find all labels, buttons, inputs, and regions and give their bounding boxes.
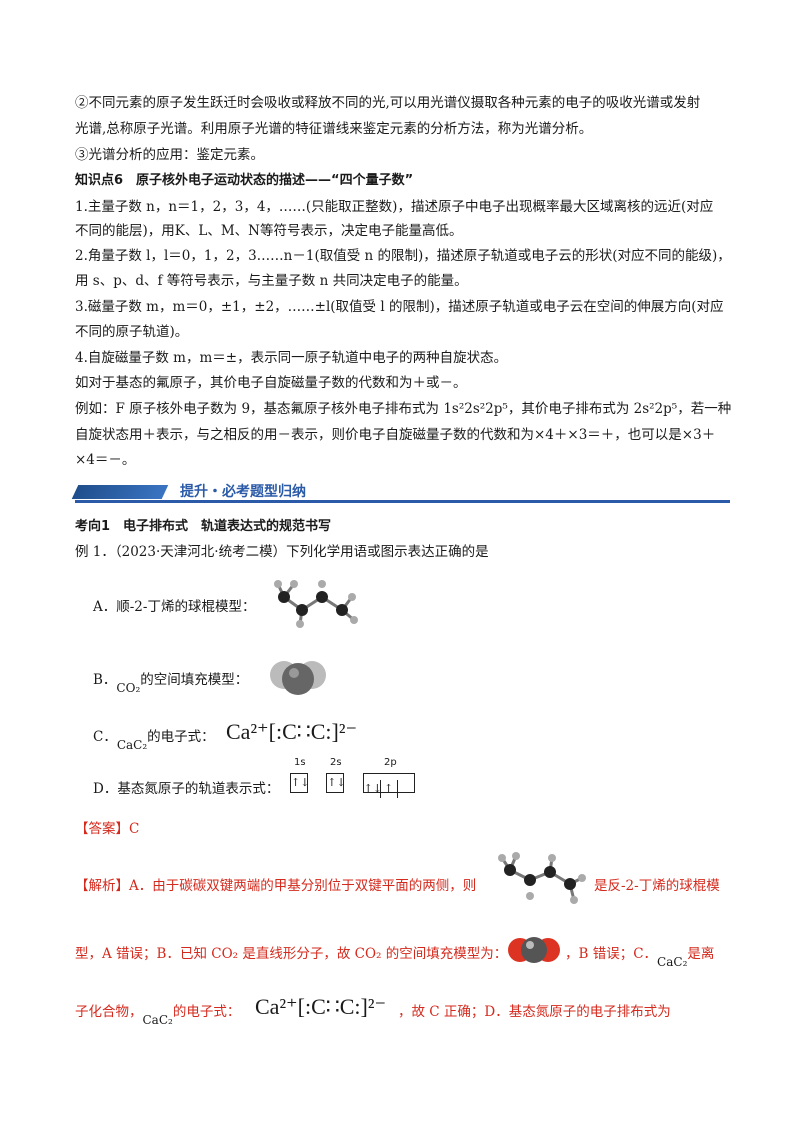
knowledge-point-title: 知识点6 原子核外电子运动状态的描述——“四个量子数” <box>75 173 414 188</box>
analysis-2-chem: CaC₂ <box>657 955 688 969</box>
orbital-label-2s: 2s <box>330 757 342 768</box>
analysis-1-post: 是反-2-丁烯的球棍模 <box>594 878 720 894</box>
quantum-2b: 用 s、p、d、f 等符号表示，与主量子数 n 共同决定电子的能量。 <box>75 273 468 289</box>
quantum-2a: 2.角量子数 l，l＝0，1，2，3……n－1(取值受 n 的限制)，描述原子轨… <box>75 248 731 264</box>
quantum-1a: 1.主量子数 n，n＝1，2，3，4，……(只能取正整数)，描述原子中电子出现概… <box>75 199 714 215</box>
analysis-2-mid: ，B 错误；C． <box>565 946 658 962</box>
cac2-electron-formula-analysis: Ca²⁺[:C∷C:]²⁻ <box>255 994 387 1019</box>
analysis-3-mid: 的电子式： <box>172 1004 241 1020</box>
analysis-2-post: 是离 <box>687 946 715 962</box>
para-spectrum-1: ②不同元素的原子发生跃迁时会吸收或释放不同的光,可以用光谱仪摄取各种元素的电子的… <box>75 95 701 111</box>
fluorine-note: 如对于基态的氟原子，其价电子自旋磁量子数的代数和为＋或－。 <box>75 375 467 391</box>
section-banner: 提升・必考题型归纳 <box>71 481 730 503</box>
option-c-label: C． <box>93 729 117 745</box>
analysis-2b: ，B 错误；C．CaC₂是离 <box>565 944 715 969</box>
option-c-text: 的电子式： <box>147 729 215 745</box>
banner-rule <box>75 500 730 503</box>
analysis-3: 子化合物，CaC₂的电子式： <box>75 1002 241 1027</box>
analysis-2: 型，A 错误；B．已知 CO₂ 是直线形分子，故 CO₂ 的空间填充模型为： <box>75 944 507 964</box>
option-b: B．CO₂的空间填充模型： <box>93 670 249 695</box>
analysis-2-pre: 型，A 错误；B．已知 CO₂ 是直线形分子，故 CO₂ 的空间填充模型为： <box>75 946 508 962</box>
analysis-1-pre: 【解析】A．由于碳碳双键两端的甲基分别位于双键平面的两侧，则 <box>75 878 477 894</box>
para-spectrum-1b: 光谱,总称原子光谱。利用原子光谱的特征谱线来鉴定元素的分析方法，称为光谱分析。 <box>75 121 593 137</box>
option-d: D．基态氮原子的轨道表示式： <box>93 781 280 797</box>
example-a: 例如：F 原子核外电子数为 9，基态氟原子核外电子排布式为 1s²2s²2p⁵，… <box>75 401 732 417</box>
example-question: 例 1．（2023·天津河北·统考二模）下列化学用语或图示表达正确的是 <box>75 544 489 560</box>
orbital-1s: ↑↓ <box>290 773 309 793</box>
quantum-3a: 3.磁量子数 m，m＝0，±1，±2，……±l(取值受 l 的限制)，描述原子轨… <box>75 299 724 315</box>
analysis-3-pre: 子化合物， <box>75 1004 143 1020</box>
orbital-2p: ↑↓↑ <box>362 773 415 798</box>
quantum-1b: 不同的能层)，用K、L、M、N等符号表示，决定电子能量高低。 <box>75 223 463 239</box>
example-c: ×4＝－。 <box>75 452 136 468</box>
option-a: A．顺-2-丁烯的球棍模型： <box>93 599 256 615</box>
trans-butene-ball-stick-image <box>498 852 586 904</box>
co2-model-red-image <box>508 937 560 963</box>
orbital-2s: ↑↓ <box>326 773 346 793</box>
cis-butene-ball-stick-image <box>274 580 358 628</box>
direction-title: 考向1 电子排布式 轨道表达式的规范书写 <box>75 519 332 534</box>
cac2-electron-formula-c: Ca²⁺[:C∷C:]²⁻ <box>226 719 358 744</box>
quantum-4: 4.自旋磁量子数 m，m＝±，表示同一原子轨道中电子的两种自旋状态。 <box>75 350 508 366</box>
answer: 【答案】C <box>75 821 140 837</box>
analysis-3-chem: CaC₂ <box>142 1013 173 1027</box>
banner-bar <box>71 485 169 499</box>
nitrogen-orbital-diagram: 1s 2s 2p ↑↓ ↑↓ ↑↓↑ <box>290 757 415 798</box>
option-c: C．CaC₂的电子式： <box>93 727 215 752</box>
banner-title: 提升・必考题型归纳 <box>180 484 306 500</box>
option-b-chem: CO₂ <box>116 681 141 695</box>
option-b-label: B． <box>93 672 117 688</box>
co2-space-filling-image <box>270 661 326 695</box>
orbital-label-1s: 1s <box>294 757 306 768</box>
para-spectrum-2: ③光谱分析的应用：鉴定元素。 <box>75 147 264 163</box>
example-b: 自旋状态用＋表示，与之相反的用－表示，则价电子自旋磁量子数的代数和为×4＋×3＝… <box>75 427 716 443</box>
analysis-3-post: ，故 C 正确；D．基态氮原子的电子排布式为 <box>398 1004 671 1020</box>
quantum-3b: 不同的原子轨道)。 <box>75 324 189 340</box>
option-b-text: 的空间填充模型： <box>140 672 249 688</box>
option-c-chem: CaC₂ <box>116 738 148 752</box>
orbital-label-2p: 2p <box>384 757 397 768</box>
